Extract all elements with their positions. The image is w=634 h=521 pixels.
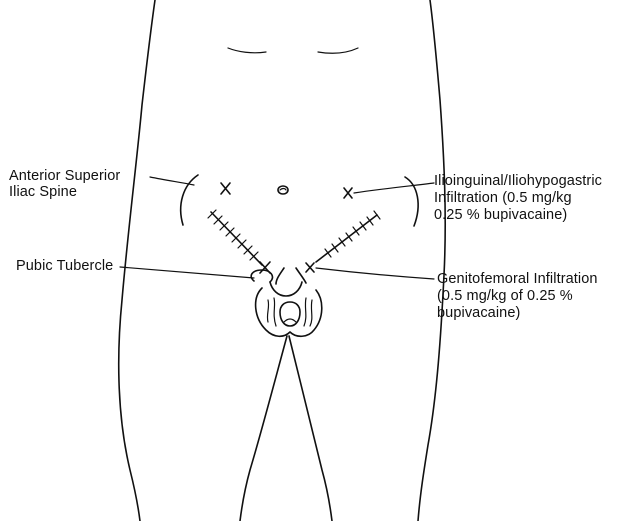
asis-leader-line	[150, 177, 194, 185]
chest-left-contour	[228, 48, 266, 53]
right-incision	[316, 211, 380, 262]
left-inner-leg	[240, 336, 287, 521]
right-asis-x-mark	[344, 188, 352, 198]
torso-right-outline	[418, 0, 445, 521]
genito-label-line1: Genitofemoral Infiltration	[437, 271, 598, 288]
chest-right-contour	[318, 48, 358, 53]
left-incision	[208, 210, 262, 265]
genito-leader-line	[316, 268, 434, 279]
left-asis-x-mark	[221, 183, 230, 194]
torso-left-outline	[119, 0, 155, 521]
asis-label-line1: Anterior Superior	[9, 168, 120, 185]
ilio-leader-line	[354, 183, 434, 193]
genital-region	[251, 268, 322, 336]
asis-label-line2: Iliac Spine	[9, 184, 77, 201]
right-iliac-crest	[405, 177, 418, 226]
pubic-tubercle-label: Pubic Tubercle	[16, 258, 113, 275]
genito-label-line3: bupivacaine)	[437, 305, 520, 322]
ilio-label-line1: Ilioinguinal/Iliohypogastric	[434, 173, 602, 190]
right-inner-leg	[289, 336, 332, 521]
pubic-leader-line	[120, 267, 254, 278]
ilio-label-line3: 0.25 % bupivacaine)	[434, 207, 567, 224]
genito-label-line2: (0.5 mg/kg of 0.25 %	[437, 288, 573, 305]
ilio-label-line2: Infiltration (0.5 mg/kg	[434, 190, 572, 207]
umbilicus-detail	[280, 189, 286, 191]
right-pubic-x-mark	[306, 263, 314, 272]
